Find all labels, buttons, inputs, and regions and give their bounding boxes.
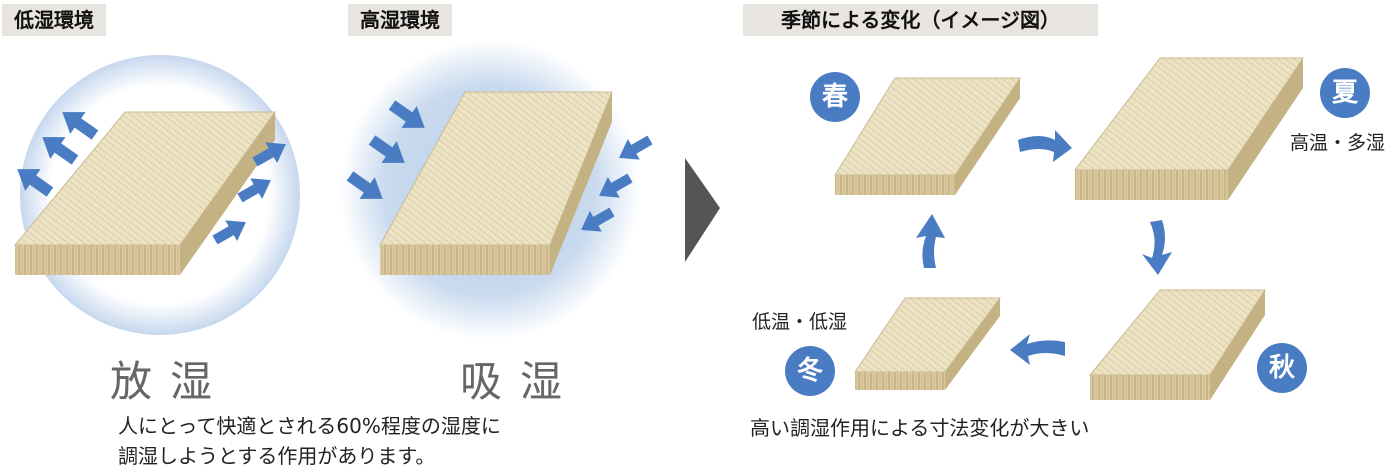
low-humidity-tag: 低湿環境 xyxy=(2,4,106,36)
board-summer xyxy=(1073,57,1304,200)
board-winter xyxy=(854,297,1001,390)
high-humidity-tag: 高湿環境 xyxy=(348,4,452,36)
cycle-arrows xyxy=(916,130,1172,365)
season-change-tag: 季節による変化（イメージ図） xyxy=(743,4,1098,36)
season-badge-autumn: 秋 xyxy=(1257,343,1307,393)
season-badge-spring: 春 xyxy=(810,72,860,122)
divider-triangle xyxy=(685,158,720,262)
season-badge-winter: 冬 xyxy=(785,346,835,396)
wood-board-low xyxy=(13,111,276,275)
absorb-label: 吸湿 xyxy=(460,357,581,406)
board-autumn xyxy=(1088,289,1266,400)
summer-condition: 高温・多湿 xyxy=(1290,132,1386,154)
winter-condition: 低温・低湿 xyxy=(752,311,848,333)
release-label: 放湿 xyxy=(110,357,231,406)
wood-board-high xyxy=(379,91,613,275)
desc-right: 高い調湿作用による寸法変化が大きい xyxy=(750,416,1090,440)
season-badge-summer: 夏 xyxy=(1320,68,1370,118)
desc-line-1: 人にとって快適とされる60%程度の湿度に xyxy=(118,414,501,438)
desc-line-2: 調湿しようとする作用があります。 xyxy=(118,444,436,468)
board-spring xyxy=(834,77,1021,195)
